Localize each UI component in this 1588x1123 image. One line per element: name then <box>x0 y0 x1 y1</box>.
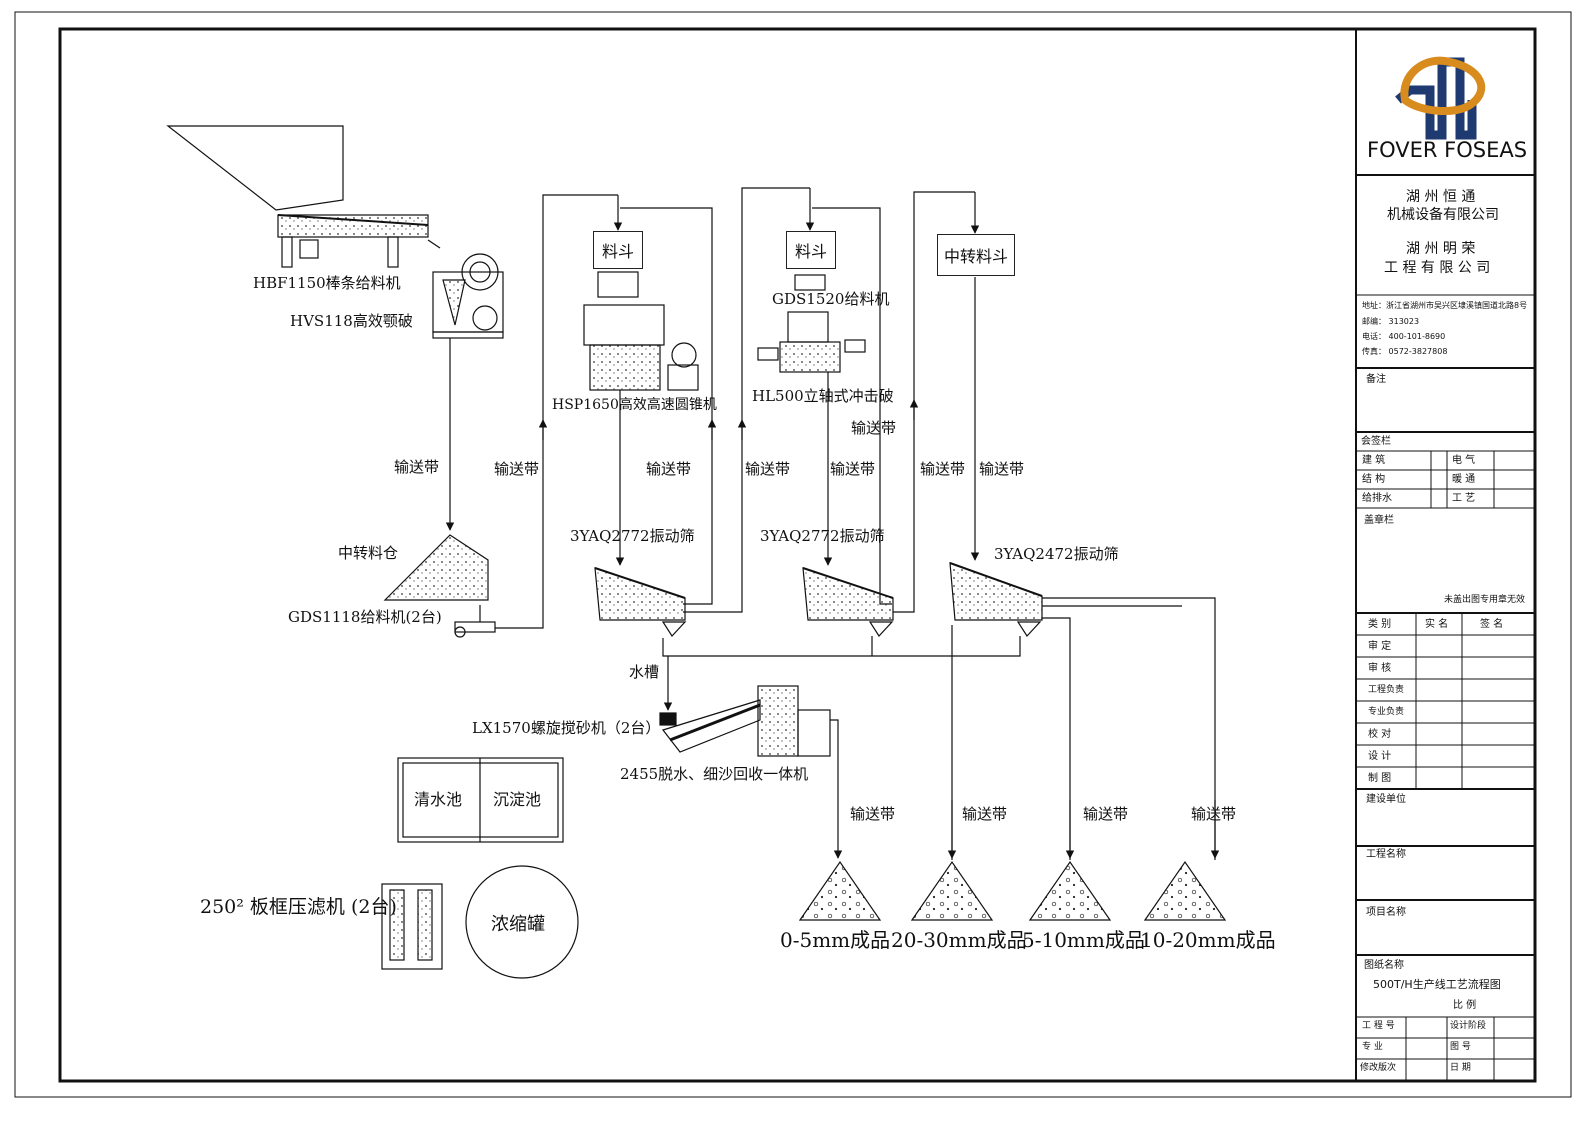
drawing-title: 500T/H生产线工艺流程图 <box>1373 978 1501 991</box>
company2-line2: 工 程 有 限 公 司 <box>1384 260 1491 276</box>
label-sand-washer: LX1570螺旋搅砂机（2台） <box>472 719 661 737</box>
design-stage-label: 设计阶段 <box>1450 1021 1487 1031</box>
label-conveyor-12: 输送带 <box>1191 805 1237 823</box>
seal-label: 盖章栏 <box>1364 515 1394 526</box>
role-cell: 审 定 <box>1368 641 1392 652</box>
pools <box>397 757 564 843</box>
company1-line2: 机械设备有限公司 <box>1387 207 1499 223</box>
label-conveyor-6: 输送带 <box>830 460 876 478</box>
label-dewater: 2455脱水、细沙回收一体机 <box>620 765 809 783</box>
role-cell: 工程负责 <box>1368 685 1405 695</box>
role-cell: 专业负责 <box>1368 707 1405 717</box>
title-block-grid <box>1356 174 1535 1081</box>
label-clear-pool: 清水池 <box>414 790 463 809</box>
build-unit-label: 建设单位 <box>1366 794 1406 805</box>
thickener-tank <box>465 865 579 979</box>
outer-frame <box>14 11 1572 1098</box>
label-screen-2: 3YAQ2772振动筛 <box>760 527 885 545</box>
product-label: 5-10mm成品 <box>1022 928 1145 952</box>
sign-cell: 电 气 <box>1452 455 1476 466</box>
sign-cell: 给排水 <box>1362 493 1392 504</box>
remarks-label: 备注 <box>1366 374 1386 385</box>
col-name: 实 名 <box>1425 619 1449 630</box>
label-gds1520: GDS1520给料机 <box>772 290 890 308</box>
filter-press-machine <box>381 883 443 970</box>
revision-label: 修改版次 <box>1360 1063 1397 1073</box>
sign-cell: 工 艺 <box>1452 493 1476 504</box>
label-conveyor-3: 输送带 <box>851 419 897 437</box>
role-cell: 校 对 <box>1368 729 1392 740</box>
sand-washer-machine <box>659 685 831 757</box>
vsi-machine <box>757 274 866 373</box>
company-logo <box>1395 56 1486 140</box>
drawing-name-label: 图纸名称 <box>1364 960 1404 971</box>
scale-label: 比 例 <box>1453 1000 1477 1011</box>
label-sediment-pool: 沉淀池 <box>493 790 542 809</box>
label-gds1118: GDS1118给料机(2台) <box>288 608 442 626</box>
transfer-hopper: 中转料斗 <box>937 234 1015 276</box>
company1-line1: 湖 州 恒 通 <box>1406 189 1476 205</box>
seal-note: 未盖出图专用章无效 <box>1444 595 1526 605</box>
sign-cell: 暖 通 <box>1452 474 1476 485</box>
drawing-no-label: 图 号 <box>1450 1042 1471 1052</box>
label-conveyor-5: 输送带 <box>745 460 791 478</box>
project-name-label: 工程名称 <box>1366 849 1406 860</box>
postcode: 邮编： 313023 <box>1362 317 1420 326</box>
col-sign: 签 名 <box>1480 619 1504 630</box>
label-conveyor-11: 输送带 <box>1083 805 1129 823</box>
fax: 传真： 0572-3827808 <box>1362 347 1448 356</box>
hopper-2: 料斗 <box>786 231 836 269</box>
jaw-crusher-machine <box>432 253 504 339</box>
label-water-tank: 水槽 <box>629 663 660 681</box>
sign-cell: 建 筑 <box>1362 455 1386 466</box>
vibrating-screen-3 <box>949 562 1043 637</box>
product-label: 10-20mm成品 <box>1140 928 1276 952</box>
drawing-frame <box>58 27 1537 1083</box>
vibrating-screen-1 <box>594 567 687 637</box>
label-thickener: 浓缩罐 <box>491 914 545 935</box>
item-name-label: 项目名称 <box>1366 907 1406 918</box>
label-conveyor-9: 输送带 <box>850 805 896 823</box>
stockpile-pile <box>383 534 489 601</box>
vibrating-screen-2 <box>802 567 894 637</box>
label-screen-1: 3YAQ2772振动筛 <box>570 527 695 545</box>
col-type: 类 别 <box>1368 619 1392 630</box>
product-piles <box>798 860 1227 921</box>
company2-line1: 湖 州 明 荣 <box>1406 241 1476 257</box>
cone-crusher-machine <box>583 271 699 391</box>
role-cell: 设 计 <box>1368 751 1392 762</box>
address: 地址：浙江省湖州市吴兴区埭溪镇国道北路8号 <box>1362 301 1528 310</box>
hopper-1: 料斗 <box>593 231 643 269</box>
product-label: 0-5mm成品 <box>780 928 891 952</box>
gds1118-feeder <box>454 605 496 638</box>
role-cell: 审 核 <box>1368 663 1392 674</box>
label-screen-3: 3YAQ2472振动筛 <box>994 545 1119 563</box>
label-conveyor-2: 输送带 <box>494 460 540 478</box>
discipline-label: 专 业 <box>1362 1042 1383 1052</box>
brand-name: FOVER FOSEAS <box>1367 138 1528 162</box>
phone: 电话： 400-101-8690 <box>1362 332 1446 341</box>
label-conveyor-7: 输送带 <box>920 460 966 478</box>
project-no-label: 工 程 号 <box>1362 1021 1395 1031</box>
hbf-feeder-machine <box>277 214 441 268</box>
label-conveyor-4: 输送带 <box>646 460 692 478</box>
label-vsi: HL500立轴式冲击破 <box>752 387 894 405</box>
label-stockpile: 中转料仓 <box>338 544 399 562</box>
sign-cell: 结 构 <box>1362 474 1386 485</box>
label-filter-press: 250² 板框压滤机 (2台) <box>200 896 397 918</box>
date-label: 日 期 <box>1450 1063 1471 1073</box>
countersign-label: 会签栏 <box>1361 436 1391 447</box>
label-hbf-feeder: HBF1150棒条给料机 <box>253 274 401 292</box>
label-conveyor-8: 输送带 <box>979 460 1025 478</box>
label-conveyor-1: 输送带 <box>394 458 440 476</box>
label-conveyor-10: 输送带 <box>962 805 1008 823</box>
product-label: 20-30mm成品 <box>891 928 1027 952</box>
feed-hopper <box>166 125 344 211</box>
label-jaw-crusher: HVS118高效颚破 <box>290 312 413 330</box>
label-cone-crusher: HSP1650高效高速圆锥机 <box>552 397 717 413</box>
role-cell: 制 图 <box>1368 773 1392 784</box>
